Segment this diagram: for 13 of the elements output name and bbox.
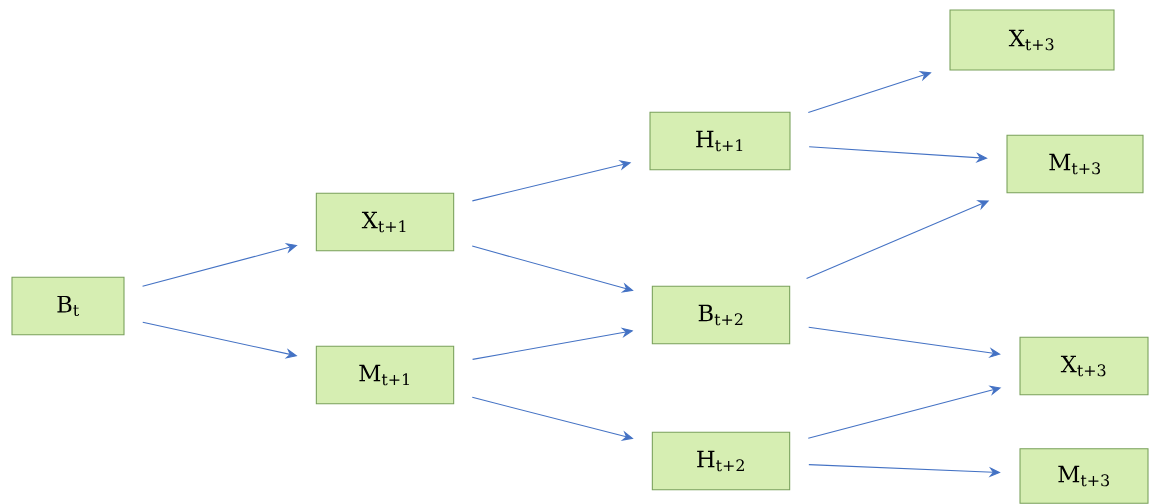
state-box: H$_{t+1}$ <box>649 111 791 171</box>
state-box: B$_{t+2}$ <box>651 285 791 345</box>
state-box: X$_{t+3}$ <box>949 9 1115 71</box>
state-box: M$_{t+3}$ <box>1019 448 1149 504</box>
state-box: X$_{t+3}$ <box>1019 336 1149 396</box>
arrow <box>471 245 634 293</box>
state-box: B$_{t}$ <box>11 276 125 336</box>
state-box: M$_{t+1}$ <box>315 345 455 405</box>
arrow <box>142 242 298 287</box>
state-box: H$_{t+2}$ <box>651 431 791 491</box>
state-box: M$_{t+3}$ <box>1006 134 1144 194</box>
state-box: X$_{t+1}$ <box>315 192 455 252</box>
arrow <box>808 146 988 163</box>
